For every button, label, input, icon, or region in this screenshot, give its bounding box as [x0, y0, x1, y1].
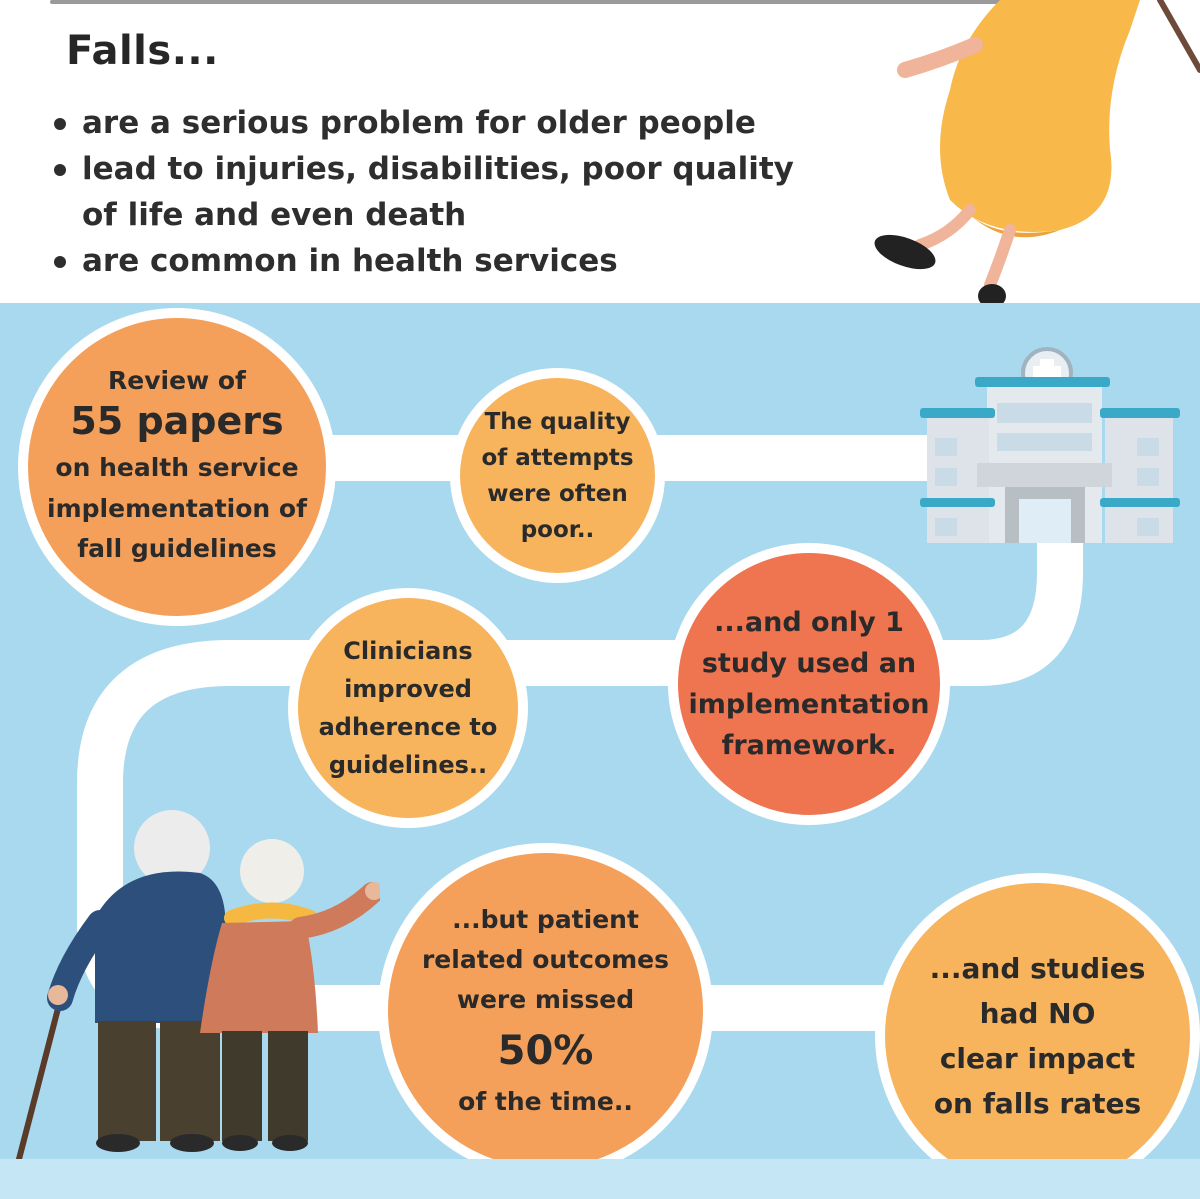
falls-bullet-list: are a serious problem for older people l…: [48, 100, 828, 284]
impact-line3: clear impact: [939, 1041, 1136, 1075]
page-title: Falls...: [66, 28, 219, 74]
quality-line2: of attempts: [481, 444, 634, 471]
framework-line4: framework.: [721, 730, 897, 761]
bullet-item: are a serious problem for older people: [48, 100, 828, 146]
findings-section: Review of 55 papers on health service im…: [0, 303, 1200, 1199]
review-line3: implementation of: [47, 493, 307, 523]
quality-line1: The quality: [484, 408, 631, 435]
quality-circle: The quality of attempts were often poor.…: [450, 368, 665, 583]
falling-woman-illustration: [874, 0, 1200, 308]
outcomes-line1: ...but patient: [452, 904, 639, 934]
top-divider: [50, 0, 1050, 4]
clinicians-line2: improved: [344, 675, 472, 703]
outcomes-line3: were missed: [456, 984, 635, 1014]
impact-line2: had NO: [979, 996, 1096, 1030]
framework-line1: ...and only 1: [714, 607, 904, 638]
outcomes-line2: related outcomes: [421, 944, 670, 974]
clinicians-line3: adherence to: [318, 713, 498, 741]
framework-circle: ...and only 1 study used an implementati…: [668, 543, 950, 825]
quality-line4: poor..: [520, 516, 595, 543]
quality-line3: were often: [487, 480, 628, 507]
impact-circle: ...and studies had NO clear impact on fa…: [875, 873, 1200, 1198]
impact-line4: on falls rates: [933, 1086, 1142, 1120]
bullet-item: lead to injuries, disabilities, poor qua…: [48, 146, 828, 238]
review-line4: fall guidelines: [77, 533, 277, 563]
clinicians-line4: guidelines..: [328, 751, 488, 779]
framework-line2: study used an: [701, 648, 917, 679]
review-line2: on health service: [55, 452, 299, 482]
bottom-band: [0, 1159, 1200, 1199]
outcomes-big: 50%: [497, 1027, 594, 1074]
framework-line3: implementation: [688, 689, 930, 720]
elderly-couple-illustration: [15, 810, 380, 1166]
hospital-icon: [920, 347, 1180, 543]
review-circle: Review of 55 papers on health service im…: [18, 308, 336, 626]
outcomes-circle: ...but patient related outcomes were mis…: [378, 843, 713, 1178]
review-big: 55 papers: [70, 398, 284, 443]
header-section: Falls... are a serious problem for older…: [0, 0, 1200, 308]
outcomes-line4: of the time..: [458, 1086, 633, 1116]
clinicians-circle: Clinicians improved adherence to guideli…: [288, 588, 528, 828]
clinicians-line1: Clinicians: [343, 637, 473, 665]
review-line1: Review of: [108, 365, 246, 395]
impact-line1: ...and studies: [929, 951, 1146, 985]
bullet-item: are common in health services: [48, 238, 828, 284]
